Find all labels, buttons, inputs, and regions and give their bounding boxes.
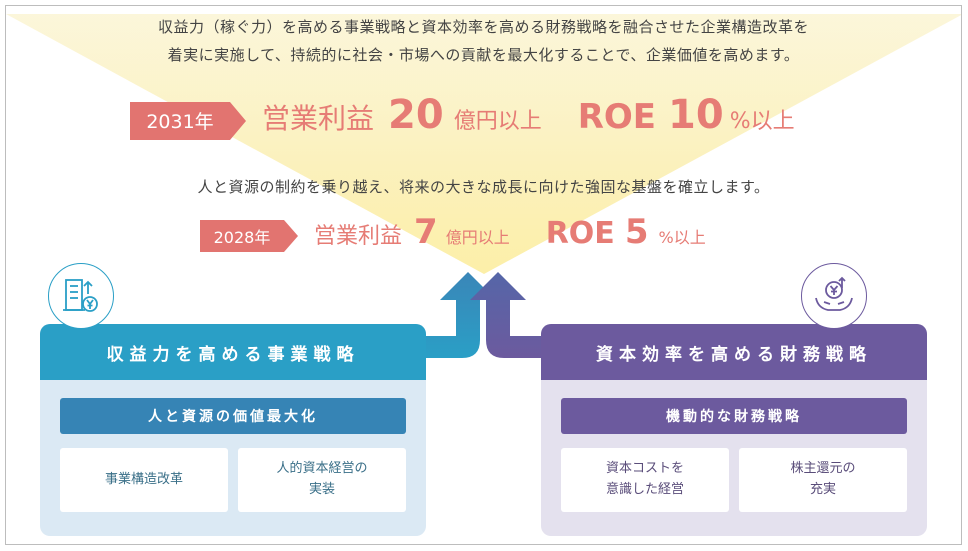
background-graphic	[6, 14, 961, 358]
value-operating-profit-2031: 20	[388, 92, 444, 138]
funnel-shape	[6, 14, 961, 274]
unit-operating-profit-2031: 億円以上	[453, 109, 542, 134]
right-arrow	[470, 272, 546, 358]
value-operating-profit-2028: 7	[414, 212, 438, 252]
card-business-restructuring: 事業構造改革	[60, 448, 228, 512]
label-operating-profit-2031: 営業利益	[262, 102, 375, 135]
financial-strategy-title: 資本効率を高める財務戦略	[541, 324, 927, 380]
label-roe-2031: ROE	[577, 97, 657, 137]
business-strategy-panel: 収益力を高める事業戦略 人と資源の価値最大化 事業構造改革 人的資本経営の 実装	[40, 324, 426, 536]
target-2031: 2031年 営業利益 20 億円以上 ROE 10 %以上	[130, 92, 795, 140]
diagram-frame: 収益力（稼ぐ力）を高める事業戦略と資本効率を高める財務戦略を融合させた企業構造改…	[5, 5, 962, 545]
intro-line-2: 着実に実施して、持続的に社会・市場への貢献を最大化することで、企業価値を高めます…	[167, 46, 800, 64]
unit-roe-2031: %以上	[729, 109, 795, 134]
card-shareholder-return: 株主還元の 充実	[739, 448, 907, 512]
unit-operating-profit-2028: 億円以上	[445, 228, 510, 247]
label-roe-2028: ROE	[545, 216, 615, 251]
financial-strategy-panel: 資本効率を高める財務戦略 機動的な財務戦略 資本コストを 意識した経営 株主還元…	[541, 324, 927, 536]
middle-line: 人と資源の制約を乗り越え、将来の大きな成長に向けた強固な基盤を確立します。	[197, 178, 770, 196]
card-human-capital: 人的資本経営の 実装	[238, 448, 406, 512]
label-operating-profit-2028: 営業利益	[314, 224, 403, 249]
target-2028: 2028年 営業利益 7 億円以上 ROE 5 %以上	[200, 212, 706, 252]
value-roe-2028: 5	[624, 212, 649, 252]
year-tag-2031: 2031年	[130, 101, 246, 140]
unit-roe-2028: %以上	[658, 228, 706, 247]
intro-line-1: 収益力（稼ぐ力）を高める事業戦略と資本効率を高める財務戦略を融合させた企業構造改…	[157, 18, 809, 36]
business-strategy-title: 収益力を高める事業戦略	[40, 324, 426, 380]
card-cost-of-capital: 資本コストを 意識した経営	[561, 448, 729, 512]
left-arrow	[420, 272, 496, 358]
value-roe-2031: 10	[668, 92, 724, 138]
year-tag-2028: 2028年	[200, 220, 298, 252]
business-strategy-subtitle: 人と資源の価値最大化	[60, 398, 406, 434]
financial-strategy-subtitle: 機動的な財務戦略	[561, 398, 907, 434]
hands-yen-coin-icon	[801, 263, 867, 329]
building-yen-icon	[48, 263, 114, 329]
